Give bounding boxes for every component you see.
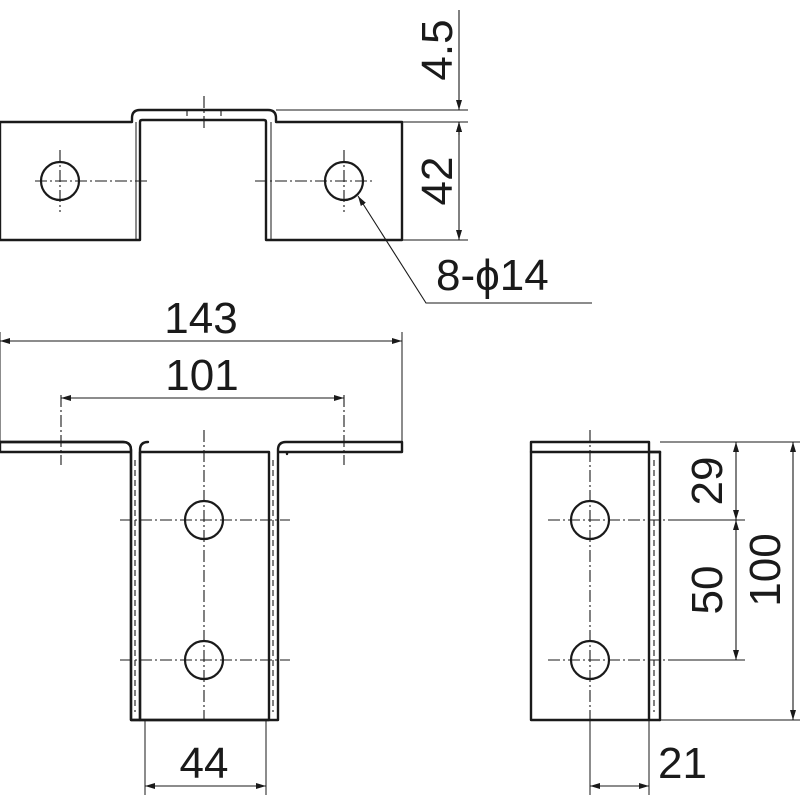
dim-label-inner-width: 44 <box>180 739 229 788</box>
dim-label-top-to-hole: 29 <box>683 457 732 506</box>
dim-label-tab-thickness: 4.5 <box>413 19 462 80</box>
dim-label-tab-height: 42 <box>413 157 462 206</box>
dim-label-overall-width: 143 <box>164 294 237 343</box>
dim-label-overall-height: 100 <box>741 533 790 606</box>
front-view: 143 101 44 <box>0 294 404 795</box>
hole-callout-label: 8-ϕ14 <box>436 251 549 300</box>
dim-label-hole-pitch: 50 <box>683 566 732 615</box>
top-view: 4.5 42 8-ϕ14 <box>0 10 592 304</box>
side-view: 29 50 100 21 <box>529 430 800 795</box>
front-view-profile <box>0 440 404 722</box>
hole-callout-leader <box>357 195 592 304</box>
dim-label-side-width: 21 <box>658 739 707 788</box>
front-view-outline <box>0 440 150 722</box>
dim-label-hole-spacing-width: 101 <box>165 351 238 400</box>
